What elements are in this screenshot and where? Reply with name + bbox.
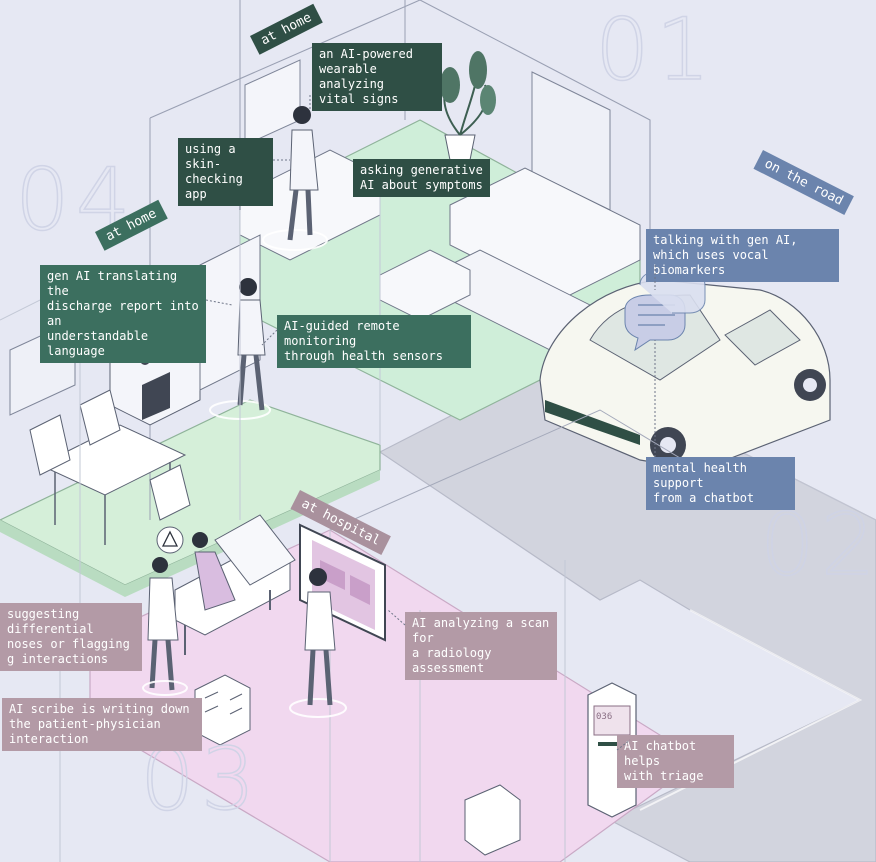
callout-triage: AI chatbot helps with triage	[617, 735, 734, 788]
plant-icon	[440, 51, 496, 161]
hospital-wall	[329, 409, 701, 531]
callout-wearable: an AI-powered wearable analyzing vital s…	[312, 43, 442, 111]
zone-number-01: 01	[594, 0, 717, 101]
partition	[239, 180, 381, 520]
callout-differential: suggesting differential noses or flaggin…	[0, 603, 142, 671]
person-doctor	[142, 557, 188, 696]
callout-skin-app: using a skin- checking app	[178, 138, 273, 206]
person-woman-discharge	[209, 278, 271, 420]
callout-remote-monitoring: AI-guided remote monitoring through heal…	[277, 315, 471, 368]
dining-table	[29, 389, 191, 545]
home-top-walls	[149, 0, 651, 330]
callout-gen-ai-symptoms: asking generative AI about symptoms	[353, 159, 490, 197]
kiosk-screen-text: 036	[596, 712, 613, 722]
callout-discharge: gen AI translating the discharge report …	[40, 265, 206, 363]
chair	[464, 784, 521, 856]
callout-scribe: AI scribe is writing down the patient-ph…	[2, 698, 202, 751]
person-woman-wearable	[262, 106, 328, 251]
person-patient	[192, 532, 236, 611]
callout-vocal-biomarkers: talking with gen AI, which uses vocal bi…	[646, 229, 839, 282]
zone-number-02: 02	[759, 494, 876, 596]
warning-icon	[156, 526, 184, 554]
callout-mental-health: mental health support from a chatbot	[646, 457, 795, 510]
person-radiologist	[289, 568, 347, 718]
callout-radiology: AI analyzing a scan for a radiology asse…	[405, 612, 557, 680]
